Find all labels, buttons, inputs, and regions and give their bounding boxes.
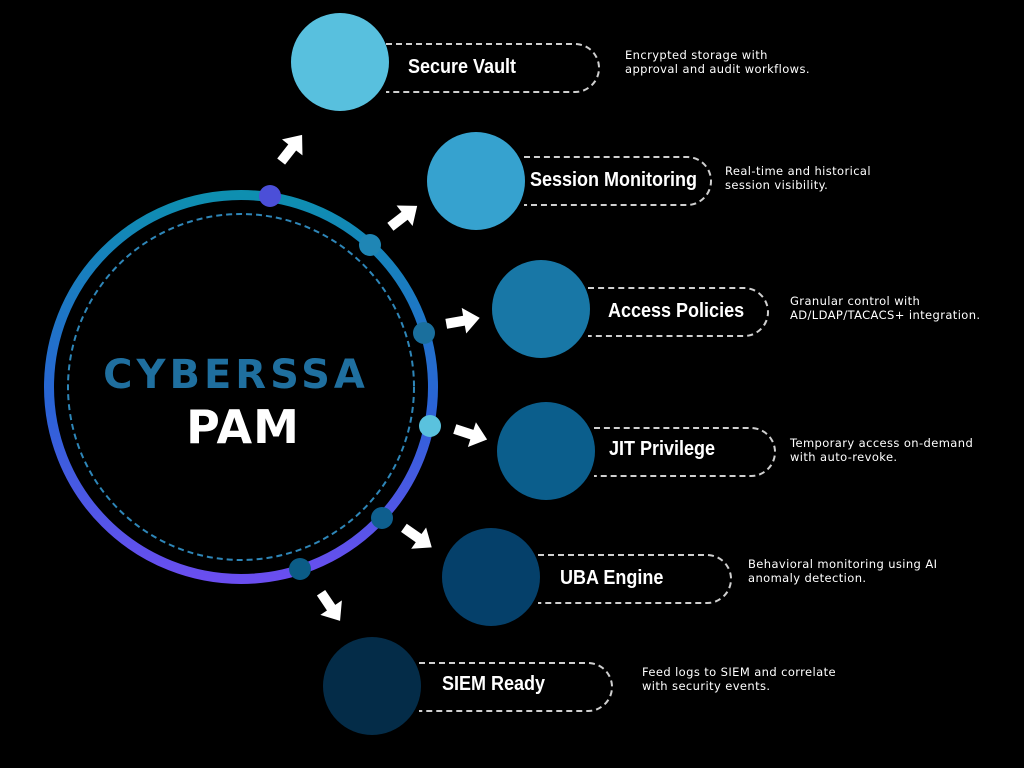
feature-pill-access-policies <box>588 287 769 337</box>
arrow-icon <box>387 205 418 231</box>
feature-desc-session-monitoring: Real-time and historical session visibil… <box>725 164 871 192</box>
arrow-icon <box>277 134 303 165</box>
ring-dot <box>413 322 435 344</box>
feature-label-siem-ready: SIEM Ready <box>442 673 546 695</box>
ring-dot <box>289 558 311 580</box>
access-policies-node <box>492 260 590 358</box>
arrow-icon <box>445 307 480 334</box>
feature-label-access-policies: Access Policies <box>608 300 745 322</box>
feature-desc-secure-vault: Encrypted storage with approval and audi… <box>625 48 810 76</box>
inner-dashed-ring <box>67 213 415 561</box>
feature-label-uba-engine: UBA Engine <box>560 567 664 589</box>
desc-line: approval and audit workflows. <box>625 62 810 76</box>
ring-dot <box>371 507 393 529</box>
ring-dot <box>259 185 281 207</box>
desc-line: Feed logs to SIEM and correlate <box>642 665 836 679</box>
feature-desc-jit-privilege: Temporary access on-demand with auto-rev… <box>790 436 973 464</box>
desc-line: Granular control with <box>790 294 921 308</box>
feature-desc-uba-engine: Behavioral monitoring using AI anomaly d… <box>748 557 937 585</box>
feature-pill-siem-ready <box>419 662 613 712</box>
desc-line: Behavioral monitoring using AI <box>748 557 938 571</box>
jit-privilege-node <box>497 402 595 500</box>
ring-dot <box>419 415 441 437</box>
feature-pill-session-monitoring <box>524 156 712 206</box>
uba-engine-node <box>442 528 540 626</box>
feature-label-secure-vault: Secure Vault <box>408 56 517 78</box>
outer-ring <box>44 190 438 584</box>
secure-vault-node <box>291 13 389 111</box>
feature-nodes-layer <box>291 13 595 735</box>
ring-dot <box>359 234 381 256</box>
desc-line: Real-time and historical <box>725 164 871 178</box>
desc-line: Encrypted storage with <box>625 48 768 62</box>
feature-label-session-monitoring: Session Monitoring <box>530 169 698 191</box>
desc-line: session visibility. <box>725 178 829 192</box>
arrow-icon <box>401 523 432 549</box>
desc-line: AD/LDAP/TACACS+ integration. <box>790 308 981 322</box>
feature-desc-access-policies: Granular control with AD/LDAP/TACACS+ in… <box>790 294 980 322</box>
desc-line: Temporary access on-demand <box>790 436 974 450</box>
feature-pill-uba-engine <box>538 554 732 604</box>
feature-pill-jit-privilege <box>594 427 776 477</box>
feature-desc-siem-ready: Feed logs to SIEM and correlate with sec… <box>642 665 836 693</box>
arrow-icon <box>453 422 488 447</box>
desc-line: with auto-revoke. <box>790 450 898 464</box>
feature-label-jit-privilege: JIT Privilege <box>609 438 716 460</box>
arrows-layer <box>277 134 488 621</box>
product-name: PAM <box>186 400 300 454</box>
brand-name: CYBERSSA <box>103 352 369 398</box>
arrow-icon <box>316 589 342 621</box>
desc-line: with security events. <box>642 679 771 693</box>
feature-pill-secure-vault <box>386 43 600 93</box>
desc-line: anomaly detection. <box>748 571 867 585</box>
ring-dots-layer <box>259 185 441 580</box>
session-monitoring-node <box>427 132 525 230</box>
siem-ready-node <box>323 637 421 735</box>
